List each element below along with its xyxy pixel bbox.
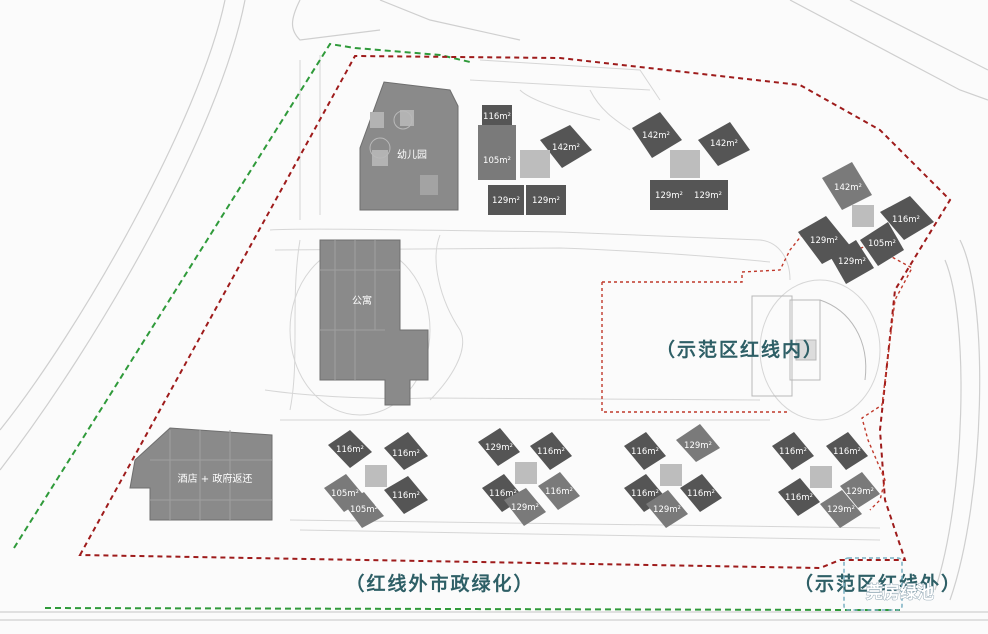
unit-label: 105m²: [483, 156, 511, 166]
unit-label: 129m²: [653, 505, 681, 515]
club-building: 公寓: [319, 239, 429, 406]
unit-label: 116m²: [785, 493, 813, 503]
unit-label: 129m²: [485, 443, 513, 453]
unit-label: 129m²: [532, 196, 560, 206]
unit-label: 116m²: [489, 489, 517, 499]
watermark: 莞房绿池: [843, 557, 934, 611]
residential-cluster-bottom-3: 116m² 129m² 116m² 129m² 116m²: [624, 424, 722, 528]
unit-label: 129m²: [810, 236, 838, 246]
kindergarten-label: 幼儿园: [397, 148, 427, 161]
unit-label: 129m²: [827, 505, 855, 515]
unit-label: 116m²: [336, 445, 364, 455]
unit-label: 116m²: [631, 489, 659, 499]
green-boundary-line: [13, 42, 900, 611]
unit-label: 105m²: [350, 505, 378, 515]
unit-label: 116m²: [483, 112, 511, 122]
residential-cluster-bottom-2: 129m² 116m² 116m² 129m² 116m²: [478, 428, 580, 526]
kindergarten-building: 幼儿园: [359, 81, 459, 211]
unit-label: 142m²: [552, 143, 580, 153]
road-lines: [0, 0, 988, 621]
unit-label: 129m²: [694, 191, 722, 201]
callout-demo-outside: （示范区红线外）: [794, 572, 962, 595]
unit-label: 129m²: [684, 441, 712, 451]
unit-label: 142m²: [710, 139, 738, 149]
unit-label: 105m²: [868, 239, 896, 249]
unit-label: 116m²: [687, 489, 715, 499]
unit-label: 129m²: [511, 503, 539, 513]
unit-label: 116m²: [537, 447, 565, 457]
unit-label: 129m²: [655, 191, 683, 201]
residential-cluster-bottom-1: 116m² 116m² 105m² 105m² 116m²: [324, 430, 428, 528]
hotel-label: 酒店 + 政府返还: [178, 472, 253, 485]
unit-label: 116m²: [833, 447, 861, 457]
unit-label: 116m²: [392, 491, 420, 501]
sales-office: [751, 295, 867, 397]
callout-outside-green: （红线外市政绿化）: [345, 572, 534, 595]
unit-label: 129m²: [838, 257, 866, 267]
demo-area-line: [601, 234, 913, 511]
unit-label: 116m²: [545, 487, 573, 497]
red-boundary-line: [78, 54, 952, 570]
unit-label: 129m²: [492, 196, 520, 206]
unit-label: 142m²: [642, 131, 670, 141]
residential-cluster-top-left: 116m² 105m² 129m² 129m² 142m²: [478, 105, 592, 215]
club-label: 公寓: [352, 294, 372, 307]
unit-label: 116m²: [779, 447, 807, 457]
watermark-text: 莞房绿池: [866, 582, 934, 603]
unit-label: 116m²: [392, 449, 420, 459]
unit-label: 129m²: [846, 487, 874, 497]
residential-cluster-bottom-4: 116m² 116m² 116m² 129m² 129m²: [772, 432, 880, 528]
residential-cluster-top-middle: 142m² 142m² 129m² 129m²: [632, 112, 750, 210]
residential-cluster-top-right: 142m² 116m² 129m² 129m² 105m²: [798, 162, 934, 284]
hotel-building: 酒店 + 政府返还: [129, 427, 273, 521]
unit-label: 116m²: [892, 215, 920, 225]
callout-demo-inside: （示范区红线内）: [656, 338, 824, 361]
unit-label: 142m²: [834, 183, 862, 193]
unit-label: 116m²: [631, 447, 659, 457]
unit-label: 105m²: [331, 489, 359, 499]
